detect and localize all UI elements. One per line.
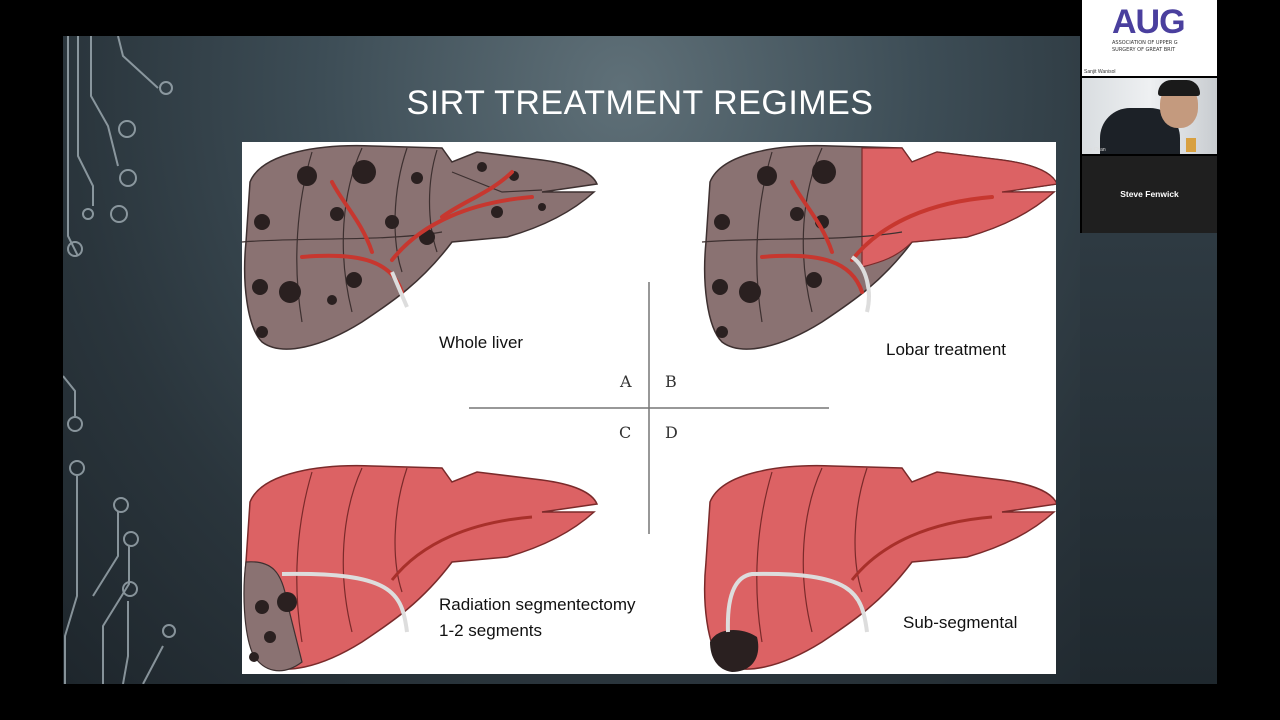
participant-tile-logo[interactable]: AUG ASSOCIATION OF UPPER G SURGERY OF GR… [1082,0,1217,76]
caption-lobar-treatment: Lobar treatment [886,340,1007,359]
quadrant-a-letter: A [620,372,632,391]
caption-sub-segmental: Sub-segmental [903,613,1018,632]
slide-title: SIRT TREATMENT REGIMES [406,84,874,122]
caption-radiation-segmentectomy: Radiation segmentectomy 1-2 segments [439,595,636,640]
aug-logo: AUG ASSOCIATION OF UPPER G SURGERY OF GR… [1112,3,1186,53]
participant-tile-camera[interactable]: Tze Chan [1082,78,1217,154]
liver-c-segmentectomy [243,464,598,672]
participant-tile-name-only[interactable]: Steve Fenwick [1082,156,1217,233]
person-hair [1158,80,1200,96]
participant-name-label: Sanjit Wanisol [1084,69,1116,75]
liver-illustrations [242,144,1056,672]
quadrant-d-letter: D [665,423,678,442]
quadrant-c-letter: C [619,423,632,442]
liver-b-lobar [701,144,1056,350]
participant-name-label: Tze Chan [1084,147,1106,153]
quadrant-divider [469,282,829,534]
circuit-decoration [63,36,176,684]
participant-display-name: Steve Fenwick [1120,189,1179,199]
liver-d-subsegmental [703,464,1056,672]
right-slide-edge [1080,233,1217,684]
liver-a-whole [242,144,598,350]
cup [1186,138,1196,152]
quadrant-b-letter: B [665,372,677,391]
liver-diagram-figure: A B C D Whole liver Lobar treatment Radi… [242,142,1056,674]
caption-whole-liver: Whole liver [439,333,524,352]
